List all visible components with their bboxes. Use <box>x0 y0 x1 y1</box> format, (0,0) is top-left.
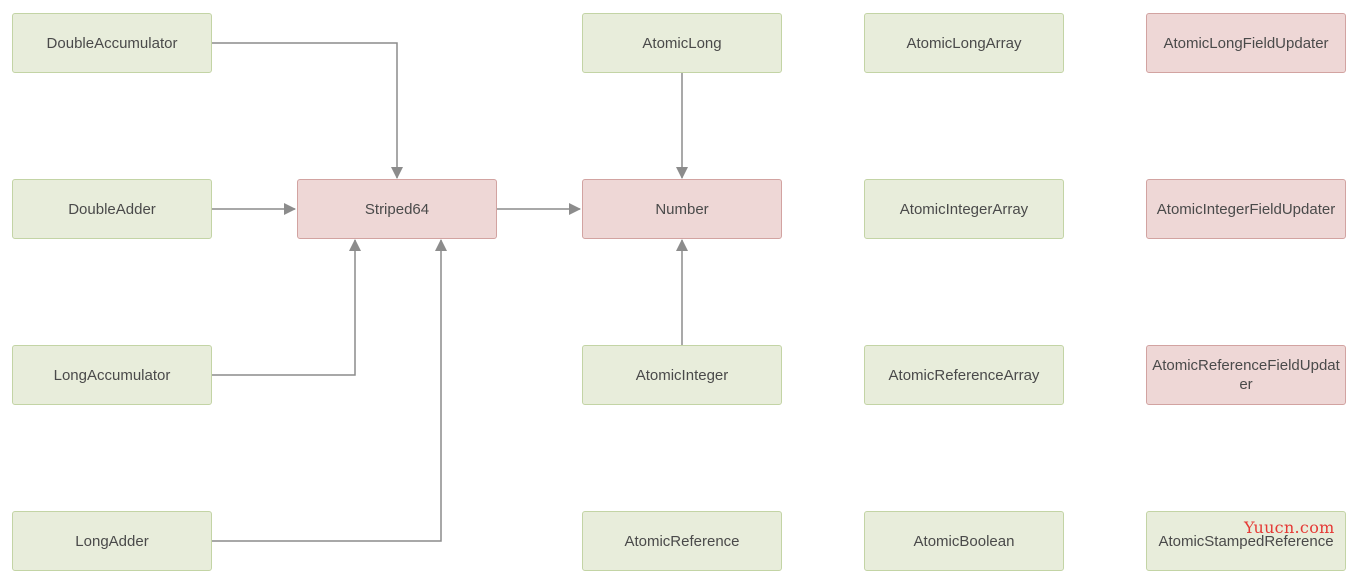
node-atomic-integer-field-updater: AtomicIntegerFieldUpdater <box>1146 179 1346 239</box>
node-long-accumulator: LongAccumulator <box>12 345 212 405</box>
node-double-accumulator: DoubleAccumulator <box>12 13 212 73</box>
edge-doubleaccumulator-striped64 <box>212 42 403 179</box>
node-number: Number <box>582 179 782 239</box>
node-atomic-integer: AtomicInteger <box>582 345 782 405</box>
node-atomic-boolean: AtomicBoolean <box>864 511 1064 571</box>
node-atomic-reference-array: AtomicReferenceArray <box>864 345 1064 405</box>
node-atomic-reference: AtomicReference <box>582 511 782 571</box>
edge-longadder-striped64 <box>212 239 447 542</box>
node-atomic-integer-array: AtomicIntegerArray <box>864 179 1064 239</box>
node-atomic-long: AtomicLong <box>582 13 782 73</box>
node-atomic-stamped-reference: AtomicStampedReference <box>1146 511 1346 571</box>
node-atomic-reference-field-updater: AtomicReferenceFieldUpdater <box>1146 345 1346 405</box>
node-striped64: Striped64 <box>297 179 497 239</box>
node-double-adder: DoubleAdder <box>12 179 212 239</box>
node-atomic-long-field-updater: AtomicLongFieldUpdater <box>1146 13 1346 73</box>
node-atomic-long-array: AtomicLongArray <box>864 13 1064 73</box>
watermark: Yuucn.com <box>1244 518 1335 537</box>
edge-longaccumulator-striped64 <box>212 239 361 376</box>
node-long-adder: LongAdder <box>12 511 212 571</box>
